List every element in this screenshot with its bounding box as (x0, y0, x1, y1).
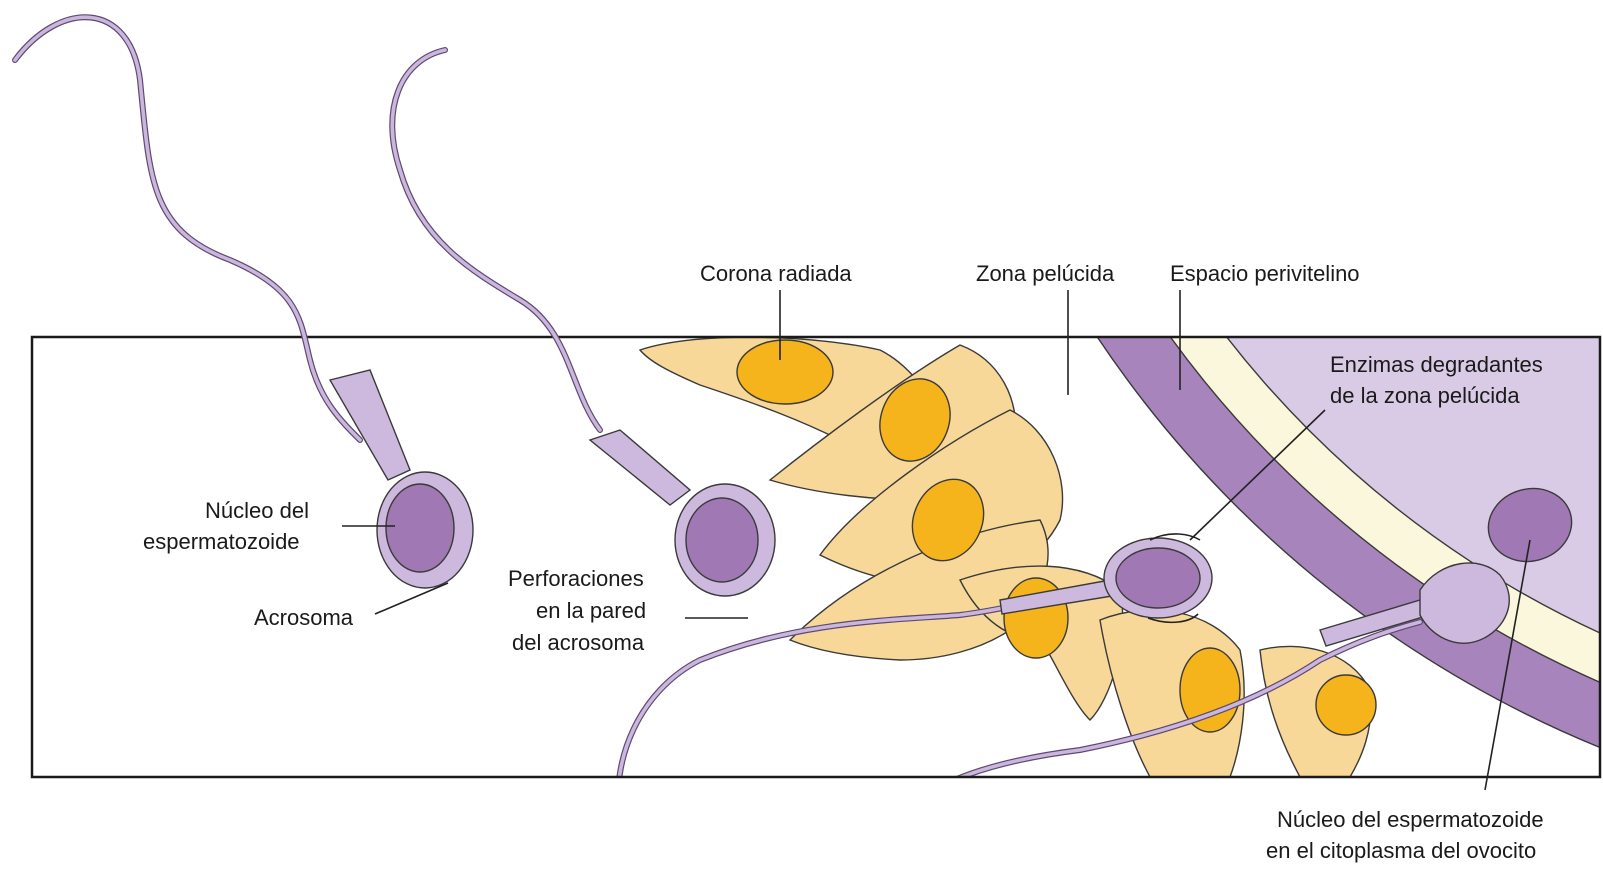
label-nucleo-ovocito-line2: en el citoplasma del ovocito (1266, 838, 1536, 863)
label-perforaciones-line2: en la pared (536, 598, 646, 623)
label-zona-pelucida: Zona pelúcida (976, 261, 1115, 286)
label-espacio-perivitelino: Espacio perivitelino (1170, 261, 1360, 286)
label-perforaciones-line1: Perforaciones (508, 566, 644, 591)
label-nucleo-ovocito-line1: Núcleo del espermatozoide (1277, 807, 1544, 832)
label-enzimas-line2: de la zona pelúcida (1330, 383, 1520, 408)
label-acrosoma: Acrosoma (254, 605, 354, 630)
sperm-nucleus (1116, 548, 1200, 608)
sperm-nucleus (386, 484, 454, 572)
corona-nucleus (1316, 675, 1376, 735)
midpiece (590, 430, 690, 505)
label-perforaciones-line3: del acrosoma (512, 630, 645, 655)
corona-nucleus (737, 340, 833, 404)
label-enzimas-line1: Enzimas degradantes (1330, 352, 1543, 377)
label-nucleo-line2: espermatozoide (143, 529, 300, 554)
sperm-nucleus (686, 498, 758, 582)
leader-acrosoma (375, 583, 448, 614)
label-corona-radiada: Corona radiada (700, 261, 852, 286)
label-nucleo-line1: Núcleo del (205, 498, 309, 523)
oocyte-layers (618, 0, 1603, 840)
